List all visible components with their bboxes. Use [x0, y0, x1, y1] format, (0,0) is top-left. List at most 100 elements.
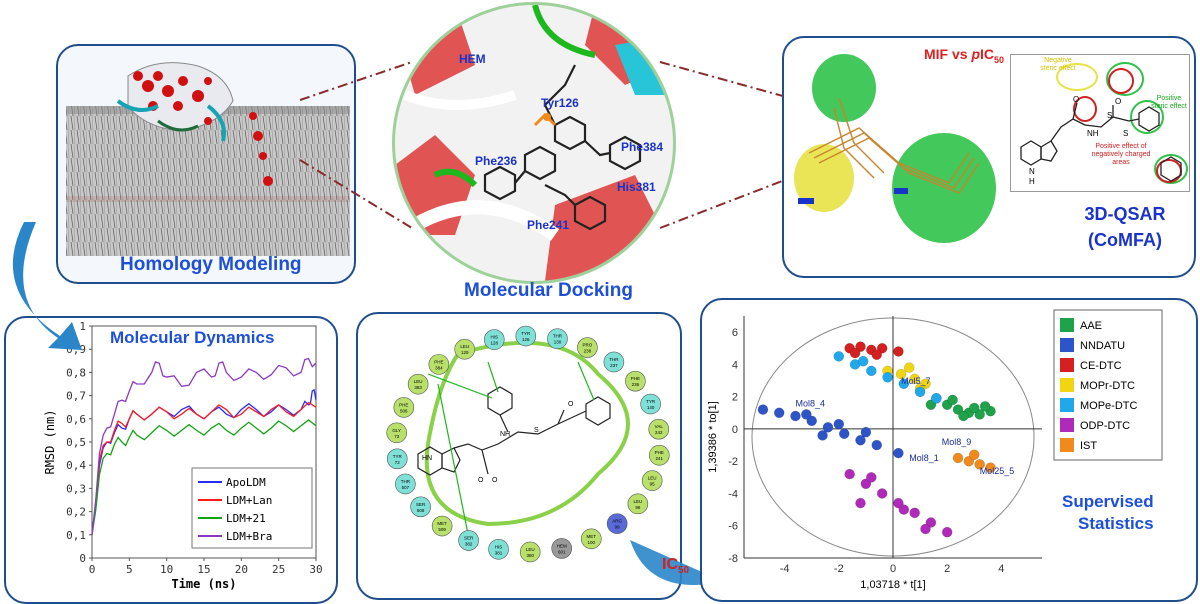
stats-legend-label: MOPr-DTC: [1080, 380, 1135, 392]
inset-atom-s2: S: [1123, 129, 1129, 138]
molecular-docking-title: Molecular Docking: [464, 280, 633, 301]
stats-point-4: [914, 386, 926, 398]
residue-label-name: PRO: [583, 343, 593, 348]
stats-point-3: [904, 362, 915, 373]
stats-point-1: [860, 426, 872, 438]
homology-modeling-title: Homology Modeling: [120, 254, 302, 275]
md-ytick-label: 0,8: [66, 366, 86, 379]
ic50-label-sub: 50: [678, 565, 690, 577]
residue-label-name: LEU: [633, 499, 642, 504]
md-ytick-label: 0: [79, 552, 86, 565]
mif-title-sub: 50: [994, 54, 1005, 65]
stats-point-label: Mol8_9: [942, 437, 972, 447]
residue-node: [395, 473, 416, 495]
stats-point-5: [898, 504, 910, 515]
stats-legend-swatch: [1060, 418, 1074, 432]
md-legend-label: LDM+Bra: [226, 530, 272, 543]
stats-xtick-label: 2: [944, 563, 950, 575]
stats-point-5: [866, 472, 877, 483]
md-ytick-label: 0,2: [66, 506, 86, 519]
residue-label-num: 129: [461, 350, 469, 355]
residue-label-name: LEU: [460, 344, 469, 349]
residue-node: [580, 528, 602, 550]
lig-atom-hn: HN: [422, 455, 432, 462]
stats-ytick-label: 2: [732, 392, 738, 404]
stats-title-2: Statistics: [1078, 514, 1154, 533]
stats-title-1: Supervised: [1062, 492, 1154, 511]
qsar-inset: Negative steric effect Positive steric e…: [1010, 54, 1190, 192]
residue-node: [386, 448, 408, 470]
inset-atom-o2: O: [1115, 97, 1122, 106]
stats-ytick-label: 0: [732, 424, 738, 436]
stats-legend-swatch: [1060, 318, 1074, 332]
md-xtick-label: 20: [235, 563, 248, 576]
md-legend-label: ApoLDM: [226, 476, 266, 489]
docking-label-hem: HEM: [459, 52, 486, 66]
stats-point-0: [947, 394, 958, 406]
residue-node: [454, 338, 476, 360]
stats-xtick-label: 4: [998, 563, 1004, 575]
residue-label-num: 507: [402, 485, 410, 490]
stats-point-5: [920, 523, 931, 535]
ic50-label-ic: IC: [662, 556, 678, 573]
stats-point-4: [898, 378, 910, 390]
md-title: Molecular Dynamics: [110, 328, 275, 347]
residue-label-name: PHE: [631, 376, 640, 381]
residue-label-name: LEU: [648, 476, 657, 481]
residue-label-num: 242: [655, 430, 663, 435]
md-xaxis-label: Time (ns): [171, 577, 236, 591]
residue-label-num: 381: [495, 550, 503, 555]
residue-label-name: HIS: [491, 335, 499, 340]
md-ytick-label: 0,4: [66, 459, 86, 472]
md-ytick-label: 0,1: [66, 529, 86, 542]
qsar-title-2: (CoMFA): [1088, 230, 1162, 250]
stats-legend-label: MOPe-DTC: [1080, 400, 1138, 412]
lig-atom-s: S: [534, 427, 539, 434]
inset-atom-n: N: [1029, 167, 1035, 176]
residue-node: [640, 393, 661, 415]
residue-node: [410, 496, 431, 518]
stats-legend-label: AAE: [1080, 320, 1102, 332]
stats-point-5: [941, 526, 953, 538]
md-xtick-label: 15: [197, 563, 210, 576]
residue-node: [483, 329, 505, 350]
residue-label-num: 236: [632, 382, 640, 387]
stats-point-1: [855, 434, 866, 446]
residue-node: [606, 513, 628, 534]
stats-legend-swatch: [1060, 398, 1074, 412]
stats-point-1: [790, 410, 801, 422]
inset-atom-o: O: [1073, 95, 1080, 104]
residue-label-num: 509: [438, 527, 446, 532]
mif-title-p: p: [971, 46, 981, 62]
stats-xtick-label: -2: [834, 563, 844, 575]
stats-point-5: [909, 507, 920, 519]
docking-pocket-image: HEM Tyr126 Phe236 Phe384 His381 Phe241: [395, 5, 673, 281]
md-xtick-label: 5: [126, 563, 133, 576]
stats-point-1: [893, 447, 904, 459]
residue-node: [431, 515, 453, 537]
residue-label-name: GLY: [392, 428, 401, 433]
residue-label-name: THR: [553, 334, 563, 339]
residue-node: [547, 328, 568, 350]
stats-point-6: [969, 449, 980, 460]
residue-label-num: 238: [584, 349, 592, 354]
stats-point-5: [855, 497, 866, 509]
stats-point-1: [838, 428, 850, 440]
lig-atom-o1: O: [568, 401, 574, 408]
stats-xtick-label: -4: [780, 563, 790, 575]
stats-ytick-label: 6: [732, 327, 738, 339]
docking-label-phe384: Phe384: [621, 140, 663, 154]
lig-atom-nh: NH: [500, 431, 510, 438]
residue-label-name: SER: [464, 535, 474, 540]
residue-label-name: SER: [416, 502, 426, 507]
stats-legend-swatch: [1060, 338, 1074, 352]
docking-label-his381: His381: [617, 180, 656, 194]
residue-node: [386, 422, 408, 444]
stats-point-label: Mol8_4: [795, 398, 825, 408]
stats-point-1: [871, 439, 882, 451]
stats-point-1: [757, 404, 769, 415]
stats-point-label: Mol25_5: [980, 466, 1015, 476]
stats-legend-swatch: [1060, 378, 1074, 392]
